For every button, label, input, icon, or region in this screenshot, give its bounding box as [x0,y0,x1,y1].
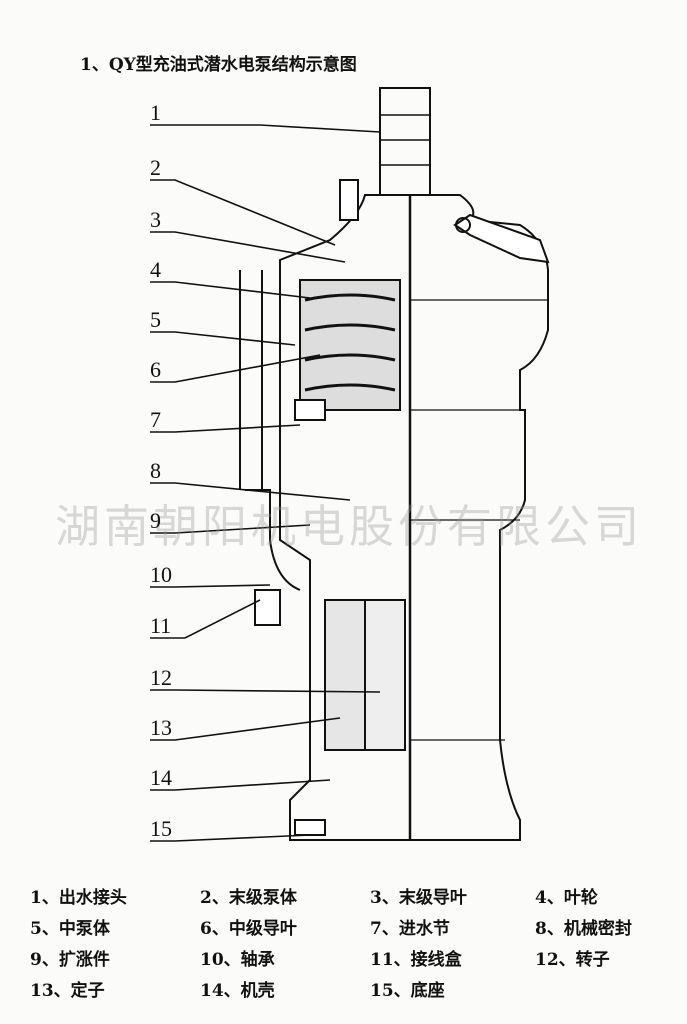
diagram-title: 1、QY型充油式潜水电泵结构示意图 [80,55,357,75]
leader-lines [150,124,381,842]
callout-9: 9 [150,508,161,533]
stator [324,599,366,751]
power-cable [239,270,301,591]
legend-item: 5、中泵体 [30,919,110,939]
pump-body-outline [279,194,549,841]
legend-item: 14、机壳 [200,981,275,1001]
callout-6: 6 [150,357,161,382]
legend-item: 6、中级导叶 [200,919,297,939]
callout-1: 1 [150,100,161,125]
legend-item: 4、叶轮 [535,888,598,908]
watermark: 湖南朝阳机电股份有限公司 [55,500,644,553]
legend-item: 8、机械密封 [535,919,632,939]
legend-item: 2、末级泵体 [200,888,297,908]
callout-14: 14 [150,765,172,790]
callout-2: 2 [150,155,161,180]
legend-item: 3、末级导叶 [370,888,467,908]
callout-7: 7 [150,407,161,432]
legend-item: 9、扩涨件 [30,950,110,970]
legend-item: 12、转子 [535,950,610,970]
legend-item: 7、进水节 [370,919,450,939]
parts-legend: 1、出水接头 2、末级泵体 3、末级导叶 4、叶轮 5、中泵体 6、中级导叶 7… [30,883,685,1001]
legend-item: 15、底座 [370,981,445,1001]
callout-5: 5 [150,307,161,332]
callout-4: 4 [150,257,161,282]
rotor [364,599,406,751]
impeller-stages [299,279,401,411]
callout-12: 12 [150,665,172,690]
outlet-connector [379,87,431,196]
legend-item: 13、定子 [30,981,105,1001]
callout-15: 15 [150,816,172,841]
lifting-handle [453,213,550,264]
callout-11: 11 [150,613,172,638]
legend-item: 1、出水接头 [30,888,127,908]
callout-3: 3 [150,207,161,232]
callout-10: 10 [150,562,172,587]
legend-item: 11、接线盒 [370,950,462,970]
callout-8: 8 [150,458,161,483]
callout-13: 13 [150,715,172,740]
legend-item: 10、轴承 [200,950,275,970]
